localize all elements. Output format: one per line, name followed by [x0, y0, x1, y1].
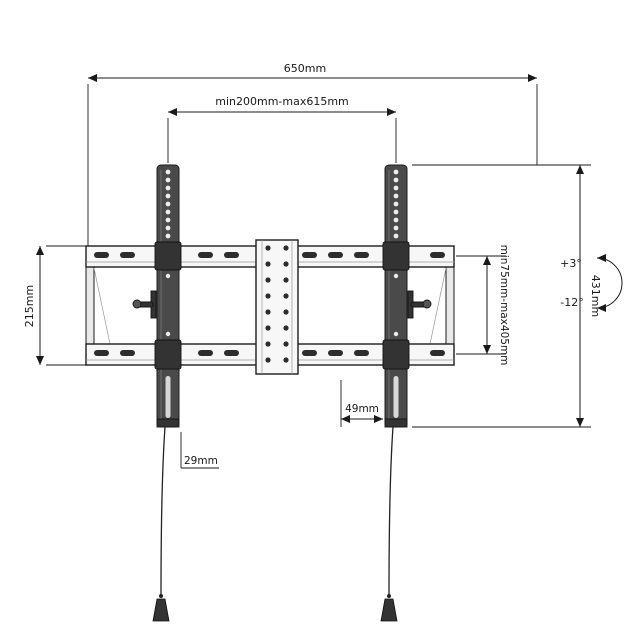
bracket-height-label: 431mm [589, 275, 602, 317]
right-bracket-top-hook [382, 241, 410, 271]
left-bracket-top-holes [165, 169, 171, 239]
right-pull-cord [380, 426, 398, 622]
left-release-latch [132, 290, 157, 319]
right-cord-pull-tip [380, 598, 398, 622]
right-bracket-bottom-lock [382, 339, 410, 370]
right-tv-bracket [382, 164, 432, 428]
profile-depth-label: 29mm [184, 455, 218, 467]
bottom-rail-slots [94, 350, 445, 356]
left-bracket-foot [156, 418, 180, 428]
left-bracket-top-hook [154, 241, 182, 271]
plate-center-panel [255, 239, 299, 375]
right-release-latch [407, 290, 432, 319]
tilt-up-label: +3° [560, 257, 582, 270]
tilt-arc-arrow [596, 254, 623, 312]
plate-height-label: 215mm [23, 285, 36, 327]
dimension-profile-depth: 29mm [180, 432, 219, 469]
right-bracket-lower-slot [393, 376, 399, 418]
left-cord-pull-tip [152, 598, 170, 622]
tilt-down-label: -12° [560, 296, 583, 309]
tilt-angle-annotation: +3° -12° [560, 254, 623, 312]
left-pull-cord [152, 426, 170, 622]
dimension-height-range: min75mm-max405mm [456, 245, 510, 366]
left-bracket-bottom-lock [154, 339, 182, 370]
dimension-width-range: min200mm-max615mm [167, 95, 397, 163]
overall-width-label: 650mm [284, 62, 326, 75]
bottom-offset-label: 49mm [345, 403, 379, 415]
left-bracket-lower-slot [165, 376, 171, 418]
left-tv-bracket [132, 164, 182, 428]
width-range-label: min200mm-max615mm [215, 95, 349, 108]
right-bracket-foot [384, 418, 408, 428]
dimension-plate-height: 215mm [23, 245, 86, 366]
right-bracket-top-holes [393, 169, 399, 239]
dimension-bottom-offset: 49mm [340, 380, 383, 427]
top-rail-slots [94, 252, 445, 258]
height-range-label: min75mm-max405mm [498, 245, 510, 366]
center-panel-holes [265, 245, 289, 363]
dimension-overall-width: 650mm [87, 62, 538, 246]
